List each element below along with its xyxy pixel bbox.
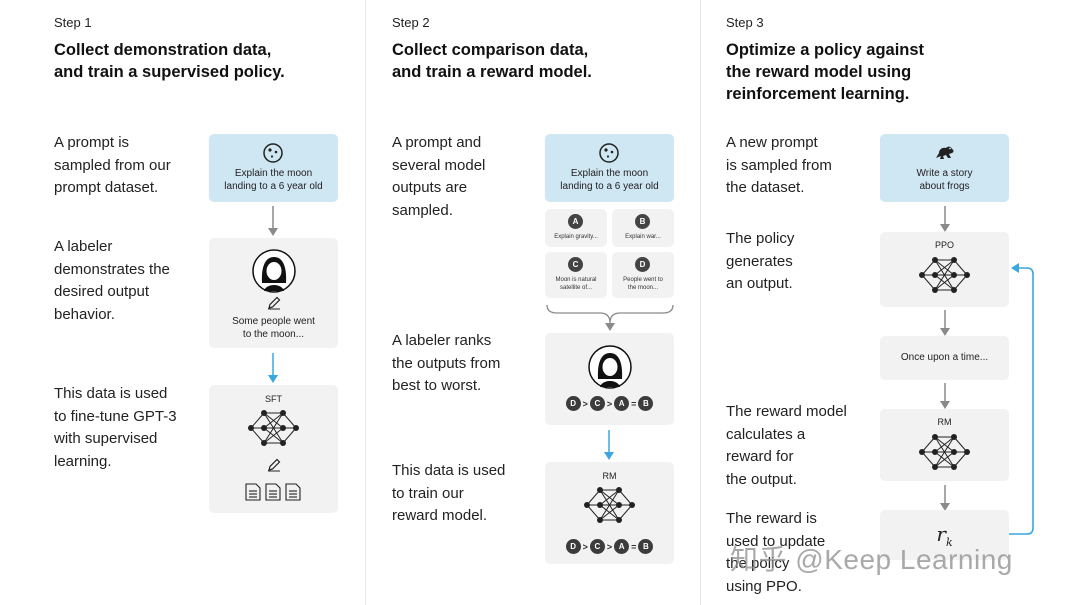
output-card-b: B Explain war...	[612, 209, 674, 247]
arrow-down-gray-icon	[940, 383, 950, 409]
arrow-down-blue-icon	[604, 430, 614, 460]
neural-network-icon	[584, 487, 635, 523]
step2-title: Collect comparison data, and train a rew…	[392, 41, 592, 81]
labeler-avatar-icon	[588, 345, 632, 389]
step2-label: Step 2	[392, 15, 430, 30]
column-divider-2	[700, 0, 701, 605]
moon-icon	[263, 143, 283, 163]
frog-icon	[936, 146, 954, 159]
pencil-icon	[268, 296, 281, 310]
labeler-avatar-icon	[252, 249, 296, 293]
neural-network-icon	[248, 410, 299, 446]
step2-rm-box: RM D> C> A= B	[545, 462, 674, 564]
step3-ppo-box: PPO	[880, 232, 1009, 307]
brace-icon	[546, 304, 674, 331]
arrow-down-gray-icon	[940, 310, 950, 336]
output-card-a: A Explain gravity...	[545, 209, 607, 247]
step3-label: Step 3	[726, 15, 764, 30]
sft-label: SFT	[265, 394, 282, 404]
arrow-down-gray-icon	[940, 485, 950, 511]
rm-label: RM	[602, 471, 617, 481]
arrow-down-blue-icon	[268, 353, 278, 383]
ranking-sequence: D> C> A= B	[545, 539, 674, 554]
watermark-text: 知乎 @Keep Learning	[730, 544, 1013, 575]
arrow-down-gray-icon	[940, 206, 950, 232]
step3-reward-box: rk	[880, 510, 1009, 560]
step1-sft-box: SFT	[209, 385, 338, 513]
step1-label: Step 1	[54, 15, 92, 30]
pencil-icon	[268, 458, 281, 472]
arrow-down-gray-icon	[268, 206, 278, 236]
step3-output-box: Once upon a time...	[880, 336, 1009, 380]
ranking-sequence: D> C> A= B	[545, 396, 674, 411]
step3-rm-box: RM	[880, 409, 1009, 481]
column-divider-1	[365, 0, 366, 605]
step2-ranking-box: D> C> A= B	[545, 333, 674, 425]
documents-icon	[245, 483, 301, 501]
feedback-loop-arrow-icon	[1009, 263, 1034, 535]
step3-title: Optimize a policy against the reward mod…	[726, 41, 925, 103]
reward-symbol: rk	[936, 522, 953, 549]
neural-network-icon	[919, 257, 970, 293]
moon-icon	[599, 143, 619, 163]
neural-network-icon	[919, 434, 970, 470]
rm-label: RM	[937, 417, 952, 427]
ppo-label: PPO	[934, 240, 954, 250]
step1-title: Collect demonstration data, and train a …	[54, 41, 285, 81]
